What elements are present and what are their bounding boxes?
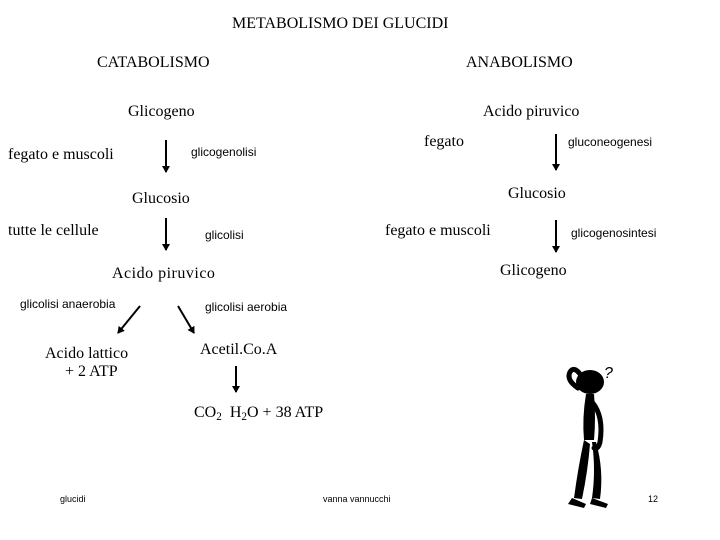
- footer-center: vanna vannucchi: [323, 494, 391, 504]
- cat-acido-lattico: Acido lattico: [45, 345, 129, 362]
- ana-process-gluconeogenesi: gluconeogenesi: [568, 135, 653, 149]
- cat-acido-piruvico: Acido piruvico: [112, 265, 216, 282]
- arrow-glicolisi-aerobia: [177, 305, 195, 334]
- cat-glucosio: Glucosio: [132, 190, 190, 207]
- anabolismo-heading: ANABOLISMO: [466, 54, 573, 71]
- h2o-suffix: O + 38 ATP: [246, 404, 324, 421]
- question-mark: ?: [604, 365, 613, 382]
- ana-glicogeno: Glicogeno: [500, 262, 567, 279]
- ana-acido-piruvico: Acido piruvico: [483, 103, 580, 120]
- cat-branch-aerobia: glicolisi aerobia: [205, 300, 288, 314]
- cat-location-tutte-cellule: tutte le cellule: [8, 222, 99, 239]
- cat-final-products: CO2 H2O + 38 ATP: [194, 405, 323, 423]
- ana-location-fegato: fegato: [424, 133, 464, 150]
- ana-glucosio: Glucosio: [508, 185, 566, 202]
- footer-left: glucidi: [60, 494, 86, 504]
- catabolismo-heading: CATABOLISMO: [97, 54, 210, 71]
- cat-location-fegato-muscoli: fegato e muscoli: [8, 146, 114, 163]
- co2-subscript: 2: [216, 410, 222, 423]
- cat-atp-2: + 2 ATP: [65, 363, 118, 380]
- ana-process-glicogenosintesi: glicogenosintesi: [571, 226, 657, 240]
- figure-head: [576, 370, 604, 394]
- co2-text: CO: [194, 404, 217, 421]
- arrow-glicolisi-anaerobia: [117, 305, 141, 334]
- page-title: METABOLISMO DEI GLUCIDI: [232, 15, 449, 32]
- thinking-figure: ?: [566, 365, 613, 508]
- cat-branch-anaerobia: glicolisi anaerobia: [20, 297, 116, 311]
- cat-acetil-coa: Acetil.Co.A: [200, 341, 278, 358]
- cat-process-glicogenolisi: glicogenolisi: [191, 145, 257, 159]
- h2o-text: H: [229, 404, 242, 421]
- cat-glicogeno: Glicogeno: [128, 103, 195, 120]
- page-number: 12: [648, 494, 659, 504]
- cat-process-glicolisi: glicolisi: [205, 228, 244, 242]
- h2o-subscript: 2: [241, 410, 247, 423]
- ana-location-fegato-muscoli: fegato e muscoli: [385, 222, 491, 239]
